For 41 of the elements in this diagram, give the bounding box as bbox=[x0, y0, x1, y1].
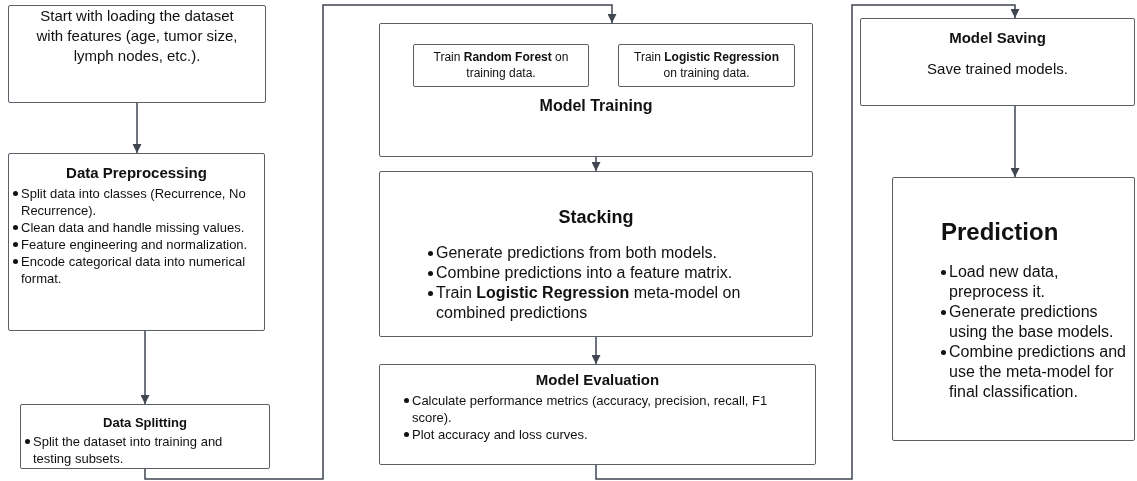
arrow bbox=[591, 156, 601, 172]
arrow bbox=[595, 4, 1020, 480]
bullet-text: Calculate performance metrics (accuracy, precision, recall, F1 score). bbox=[412, 391, 769, 426]
process-box bbox=[379, 23, 813, 157]
process-box bbox=[892, 177, 1135, 441]
bullet-text: Train Logistic Regression meta-model on combined predictions bbox=[436, 283, 742, 323]
box-heading: Prediction bbox=[940, 217, 1060, 247]
arrow bbox=[140, 330, 150, 405]
box-text: Train Logistic Regression on training data. bbox=[633, 49, 780, 82]
bullet-text: Feature engineering and normalization. bbox=[21, 235, 248, 253]
process-box bbox=[20, 404, 270, 469]
bullet-text: Encode categorical data into numerical format. bbox=[21, 252, 247, 287]
bullet-text: Clean data and handle missing values. bbox=[21, 218, 245, 236]
box-text: Save trained models. bbox=[926, 58, 1069, 79]
box-heading: Model Saving bbox=[948, 28, 1047, 48]
process-box bbox=[8, 5, 266, 103]
arrow bbox=[1010, 105, 1020, 178]
box-text: Train Random Forest on training data. bbox=[432, 49, 570, 82]
bullet-text: Split data into classes (Recurrence, No Recurrence). bbox=[21, 184, 247, 219]
process-box bbox=[379, 364, 816, 465]
bullet-text: Generate predictions using the base models. bbox=[949, 302, 1115, 342]
bullet-text: Combine predictions and use the meta-model for final classification. bbox=[949, 342, 1126, 402]
bullet-text: Plot accuracy and loss curves. bbox=[412, 425, 588, 443]
box-heading: Model Training bbox=[538, 96, 654, 116]
process-box bbox=[413, 44, 589, 87]
arrow bbox=[144, 4, 617, 480]
box-heading: Stacking bbox=[557, 206, 635, 229]
arrow bbox=[132, 102, 142, 154]
box-heading: Model Evaluation bbox=[534, 370, 661, 390]
bullet-text: Load new data, preprocess it. bbox=[949, 262, 1060, 302]
process-box bbox=[8, 153, 265, 331]
process-box bbox=[618, 44, 795, 87]
box-heading: Data Splitting bbox=[102, 414, 188, 432]
bullet-text: Generate predictions from both models. bbox=[436, 243, 718, 263]
process-box bbox=[860, 18, 1135, 106]
bullet-text: Split the dataset into training and testing subsets. bbox=[33, 432, 224, 467]
box-heading: Data Preprocessing bbox=[65, 163, 208, 183]
box-text: Start with loading the dataset with features (age, tumor size, lymph nodes, etc.). bbox=[35, 6, 239, 66]
bullet-text: Combine predictions into a feature matrix. bbox=[436, 263, 733, 283]
arrow bbox=[591, 336, 601, 365]
process-box bbox=[379, 171, 813, 337]
